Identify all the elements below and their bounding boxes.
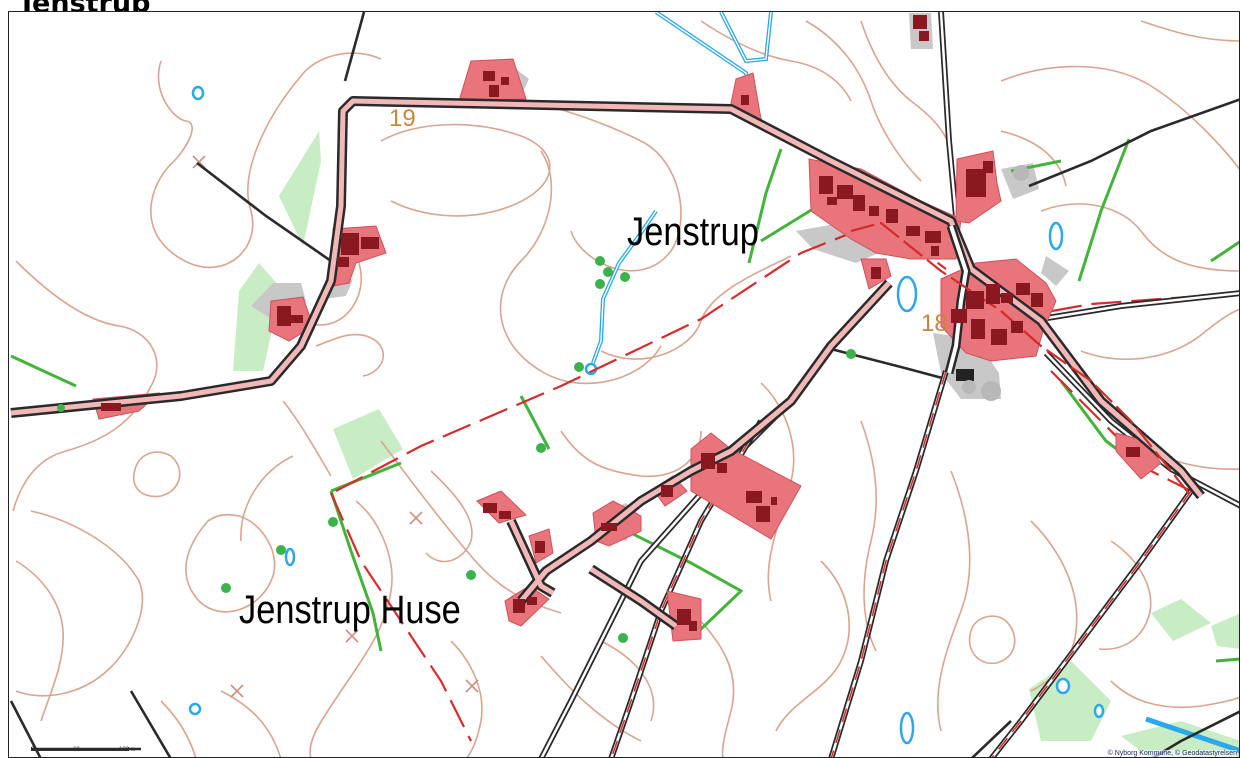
contour-lines bbox=[12, 20, 1239, 757]
height-markers bbox=[192, 155, 479, 698]
tracks bbox=[9, 12, 1239, 757]
map-canvas[interactable] bbox=[9, 12, 1240, 758]
scale-tick-60: 60 bbox=[73, 747, 80, 753]
hedges bbox=[10, 138, 1239, 663]
place-label-jenstrup: Jenstrup bbox=[627, 210, 759, 254]
scale-tick-0: 0 bbox=[31, 747, 35, 753]
height-label-18: 18 bbox=[921, 310, 948, 337]
place-label-jenstrup-huse: Jenstrup Huse bbox=[239, 588, 461, 632]
scale-tick-120: 120 m bbox=[119, 747, 136, 753]
buildings bbox=[101, 15, 1140, 631]
map-view[interactable]: Jenstrup Jenstrup Huse 19 18 0 60 120 m … bbox=[8, 11, 1240, 758]
silos bbox=[962, 165, 1029, 401]
scale-bar: 0 60 120 m bbox=[31, 745, 141, 757]
scale-bar-line bbox=[31, 747, 129, 751]
secondary-roads bbox=[538, 12, 1239, 757]
trees bbox=[57, 256, 856, 643]
height-label-19: 19 bbox=[389, 105, 416, 132]
main-roads bbox=[10, 96, 1205, 631]
map-attribution: © Nyborg Kommune, © Geodatastyrelsen bbox=[1107, 750, 1237, 757]
